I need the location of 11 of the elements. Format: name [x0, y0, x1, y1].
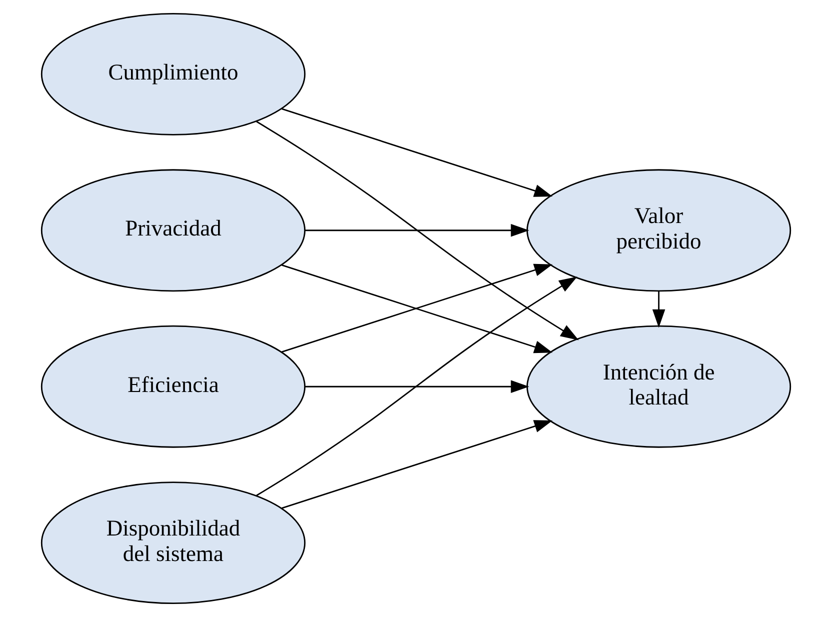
node-ellipse: Privacidad [40, 169, 306, 292]
arrow [256, 120, 579, 340]
arrow [282, 108, 553, 197]
node-ellipse: Disponibilidad del sistema [40, 482, 306, 604]
arrow [305, 224, 530, 237]
node-ellipse: Eficiencia [40, 325, 306, 448]
arrow [282, 420, 553, 509]
arrow [256, 276, 578, 496]
node-ellipse: Cumplimiento [40, 12, 306, 136]
arrow [305, 380, 530, 394]
arrow [652, 291, 666, 328]
